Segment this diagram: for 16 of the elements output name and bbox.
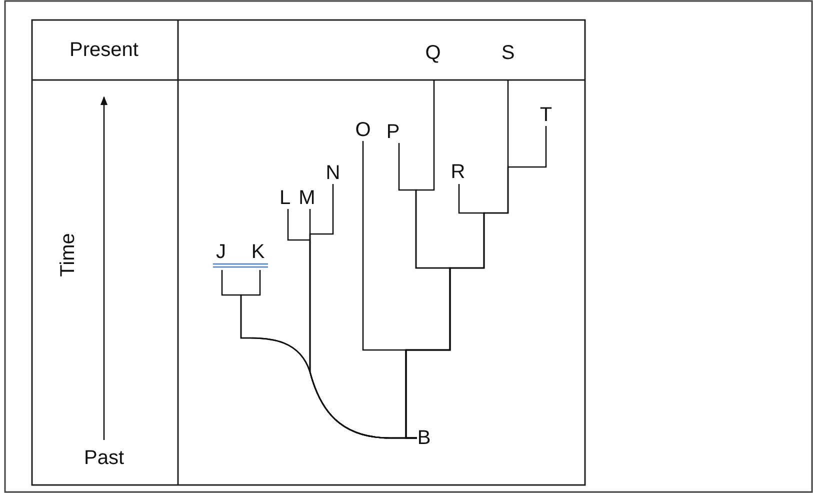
taxon-label: P [386, 122, 400, 142]
column-header: Present [70, 40, 138, 60]
taxon-label: S [501, 43, 515, 63]
taxon-label: O [355, 120, 371, 140]
taxon-label: J [216, 242, 226, 262]
taxon-label: M [298, 188, 316, 208]
tree-branch [405, 184, 485, 439]
taxon-label: K [251, 242, 265, 262]
taxon-label: N [326, 163, 340, 183]
taxon-label: Q [425, 43, 441, 63]
taxon-label: L [279, 188, 291, 208]
axis-label: Past [84, 448, 124, 468]
axis-label: Time [58, 233, 78, 277]
taxon-label: B [417, 428, 431, 448]
taxon-label: R [450, 162, 466, 182]
taxon-label: T [540, 105, 552, 125]
